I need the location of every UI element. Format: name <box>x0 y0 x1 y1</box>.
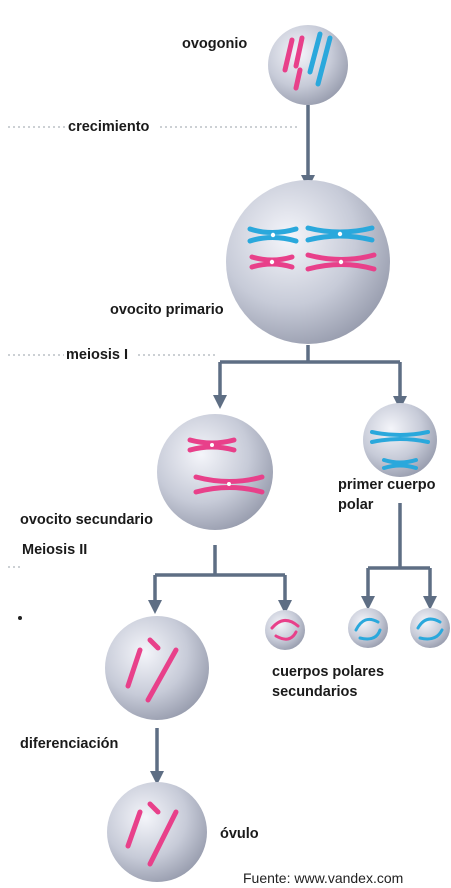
stray-dot <box>18 616 22 620</box>
label-cuerpos-polares: cuerpos polares <box>272 664 384 680</box>
polar-body-secondary-c <box>410 608 450 648</box>
label-crecimiento: crecimiento <box>68 119 150 135</box>
ovocito-secundario-cell <box>157 414 273 530</box>
ovogonio-cell <box>268 25 348 105</box>
label-ovocito-secundario: ovocito secundario <box>20 512 153 528</box>
label-polar: polar <box>338 497 374 513</box>
source-credit: Fuente: www.vandex.com <box>243 870 403 886</box>
label-meiosis-1: meiosis I <box>66 347 128 363</box>
label-ovulo: óvulo <box>220 826 259 842</box>
label-diferenciacion: diferenciación <box>20 736 118 752</box>
label-ovogonio: ovogonio <box>182 36 247 52</box>
label-meiosis-2: Meiosis II <box>22 542 87 558</box>
polar-body-secondary-a <box>265 610 305 650</box>
ootid-cell <box>105 616 209 720</box>
ovocito-primario-cell <box>226 180 390 344</box>
label-primer-cuerpo: primer cuerpo <box>338 477 436 493</box>
polar-body-secondary-b <box>348 608 388 648</box>
primer-cuerpo-polar-cell <box>363 403 437 477</box>
ovulo-cell <box>107 782 207 882</box>
label-secundarios: secundarios <box>272 684 357 700</box>
label-ovocito-primario: ovocito primario <box>110 302 224 318</box>
